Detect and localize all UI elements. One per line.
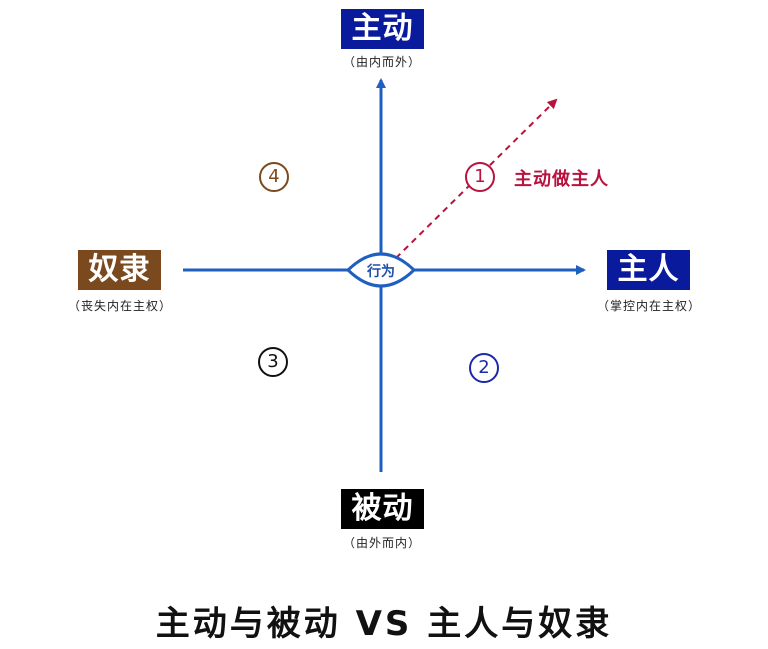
node-top-box: 主动 xyxy=(341,9,424,49)
center-lens-shape xyxy=(345,252,417,288)
node-top-subtitle: （由内而外） xyxy=(342,55,421,69)
quadrant-3-marker: 3 xyxy=(258,347,288,377)
node-left-box: 奴隶 xyxy=(78,250,161,290)
quadrant-4-marker: 4 xyxy=(259,162,289,192)
diagram-title: 主动与被动 VS 主人与奴隶 xyxy=(155,604,613,644)
quadrant-1-marker: 1 xyxy=(465,162,495,192)
center-label: 行为 xyxy=(367,264,395,280)
node-bottom-subtitle: （由外而内） xyxy=(342,536,421,550)
node-left-subtitle: （丧失内在主权） xyxy=(67,299,172,313)
quadrant-2-marker: 2 xyxy=(469,353,499,383)
quadrant-1-annotation: 主动做主人 xyxy=(514,169,609,190)
node-right-subtitle: （掌控内在主权） xyxy=(596,299,701,313)
node-bottom-box: 被动 xyxy=(341,489,424,529)
node-right-box: 主人 xyxy=(607,250,690,290)
